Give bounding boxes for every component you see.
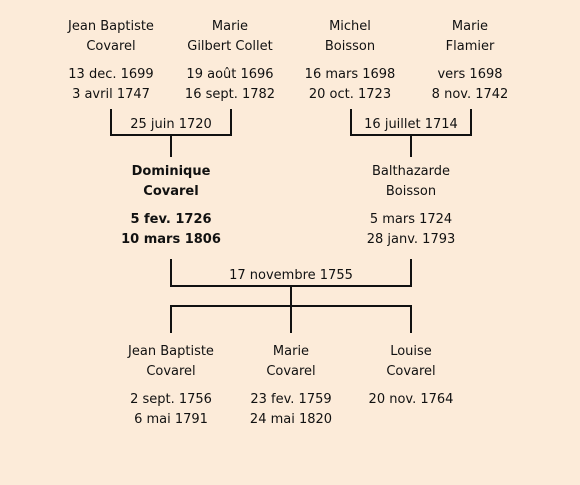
death-date: 8 nov. 1742 [431,87,509,102]
person-name: Dominique Covarel [101,162,241,202]
person-marie-gilbert-collet: Marie Gilbert Collet 19 août 1696 16 sep… [160,17,300,105]
surname: Covarel [146,364,196,379]
person-name: Marie Gilbert Collet [160,17,300,57]
birth-date: 20 nov. 1764 [368,392,454,407]
person-jean-baptiste-covarel-junior: Jean Baptiste Covarel 2 sept. 1756 6 mai… [101,342,241,430]
person-marie-flamier: Marie Flamier vers 1698 8 nov. 1742 [400,17,540,105]
person-name: Jean Baptiste Covarel [101,342,241,382]
death-date: 16 sept. 1782 [184,87,276,102]
birth-date: 23 fev. 1759 [250,392,332,407]
death-date: 20 oct. 1723 [308,87,392,102]
marriage-date-maternal: 16 juillet 1714 [364,117,458,132]
person-name: Balthazarde Boisson [341,162,481,202]
surname: Boisson [385,184,437,199]
person-dates: 19 août 1696 16 sept. 1782 [160,65,300,105]
person-name: Marie Flamier [400,17,540,57]
birth-date: 2 sept. 1756 [130,392,212,407]
person-dates: 23 fev. 1759 24 mai 1820 [221,390,361,430]
surname: Boisson [324,39,376,54]
given-name: Michel [329,19,371,34]
marriage-date-paternal: 25 juin 1720 [130,117,212,132]
person-marie-covarel: Marie Covarel 23 fev. 1759 24 mai 1820 [221,342,361,430]
marriage-date-parents: 17 novembre 1755 [229,268,353,283]
given-name: Marie [211,19,249,34]
death-date: 28 janv. 1793 [366,232,456,247]
death-date: 3 avril 1747 [72,87,150,102]
surname: Flamier [445,39,495,54]
person-name: Jean Baptiste Covarel [41,17,181,57]
given-name: Louise [390,344,432,359]
birth-date: 13 dec. 1699 [68,67,154,82]
given-name: Jean Baptiste [128,344,214,359]
birth-date: 19 août 1696 [186,67,274,82]
person-dates: 16 mars 1698 20 oct. 1723 [280,65,420,105]
given-name: Balthazarde [372,164,450,179]
person-louise-covarel: Louise Covarel 20 nov. 1764 [341,342,481,410]
person-dates: 2 sept. 1756 6 mai 1791 [101,390,241,430]
surname: Covarel [266,364,316,379]
person-name: Louise Covarel [341,342,481,382]
surname: Covarel [143,184,199,199]
surname: Gilbert Collet [187,39,273,54]
given-name: Dominique [131,164,211,179]
person-michel-boisson: Michel Boisson 16 mars 1698 20 oct. 1723 [280,17,420,105]
person-balthazarde-boisson: Balthazarde Boisson 5 mars 1724 28 janv.… [341,162,481,250]
person-name: Michel Boisson [280,17,420,57]
death-date: 6 mai 1791 [134,412,208,427]
birth-date: 5 fev. 1726 [130,212,212,227]
person-name: Marie Covarel [221,342,361,382]
surname: Covarel [86,39,136,54]
person-dates: 5 fev. 1726 10 mars 1806 [101,210,241,250]
death-date: 10 mars 1806 [121,232,221,247]
birth-date: 5 mars 1724 [369,212,453,227]
person-dominique-covarel: Dominique Covarel 5 fev. 1726 10 mars 18… [101,162,241,250]
person-dates: vers 1698 8 nov. 1742 [400,65,540,105]
given-name: Marie [451,19,489,34]
person-dates: 13 dec. 1699 3 avril 1747 [41,65,181,105]
birth-date: vers 1698 [437,67,503,82]
person-dates: 20 nov. 1764 [341,390,481,410]
given-name: Jean Baptiste [68,19,154,34]
person-dates: 5 mars 1724 28 janv. 1793 [341,210,481,250]
given-name: Marie [272,344,310,359]
death-date: 24 mai 1820 [249,412,333,427]
surname: Covarel [386,364,436,379]
person-jean-baptiste-covarel-senior: Jean Baptiste Covarel 13 dec. 1699 3 avr… [41,17,181,105]
birth-date: 16 mars 1698 [304,67,396,82]
